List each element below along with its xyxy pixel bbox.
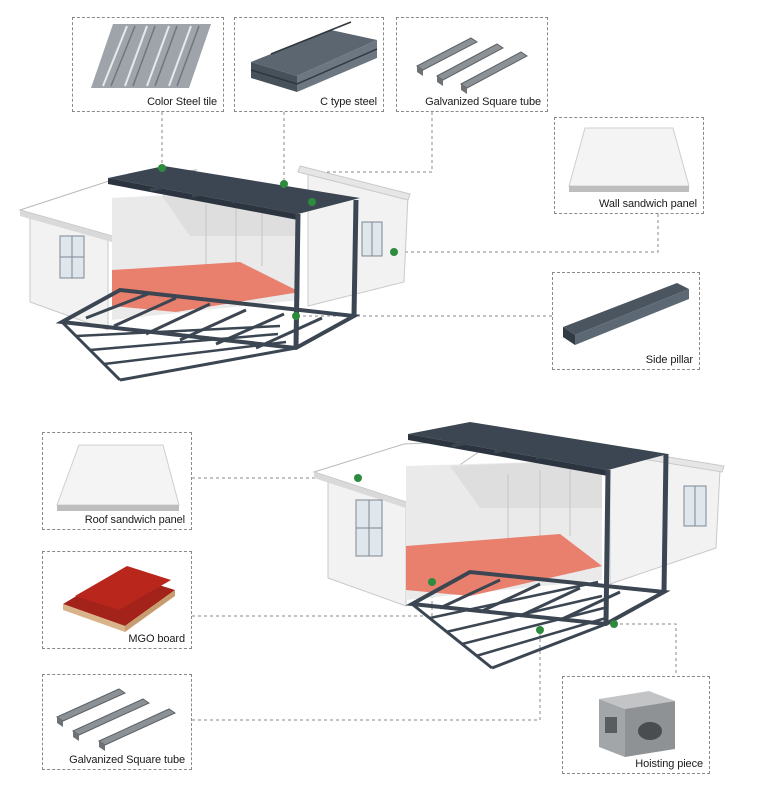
color-steel-tile-label: Color Steel tile xyxy=(147,96,217,108)
callout-side-pillar: Side pillar xyxy=(552,272,700,370)
wall-panel-icon xyxy=(568,127,690,192)
callout-c-type-steel: C type steel xyxy=(234,17,384,112)
hoisting-piece-label: Hoisting piece xyxy=(635,758,703,770)
callout-color-steel-tile: Color Steel tile xyxy=(72,17,224,112)
mgo-board-icon xyxy=(63,566,175,632)
roof-panel-icon xyxy=(56,444,180,511)
galvanized-square-tube-top-label: Galvanized Square tube xyxy=(425,96,541,108)
callout-hoisting-piece: Hoisting piece xyxy=(562,676,710,774)
square-tube-icon xyxy=(55,688,177,751)
callout-mgo-board: MGO board xyxy=(42,551,192,649)
callout-galvanized-square-tube-bottom: Galvanized Square tube xyxy=(42,674,192,770)
roof-sandwich-panel-label: Roof sandwich panel xyxy=(84,514,185,526)
leader-mgo-board xyxy=(192,582,433,617)
leader-galvanized-tube-bottom xyxy=(192,630,541,721)
c-type-steel-icon xyxy=(250,21,378,92)
callout-wall-sandwich-panel: Wall sandwich panel xyxy=(554,117,704,214)
mgo-board-label: MGO board xyxy=(128,633,185,645)
side-pillar-label: Side pillar xyxy=(645,354,693,366)
leader-hoisting-piece xyxy=(614,623,677,676)
callout-roof-sandwich-panel: Roof sandwich panel xyxy=(42,432,192,530)
color-steel-tile-icon xyxy=(91,24,211,88)
galvanized-square-tube-bottom-label: Galvanized Square tube xyxy=(69,754,185,766)
square-tube-icon xyxy=(416,37,528,94)
c-type-steel-label: C type steel xyxy=(320,96,377,108)
leader-wall-panel xyxy=(394,214,659,253)
callout-galvanized-square-tube-top: Galvanized Square tube xyxy=(396,17,548,112)
hoisting-piece-icon xyxy=(599,691,675,757)
side-pillar-icon xyxy=(563,283,689,345)
wall-sandwich-panel-label: Wall sandwich panel xyxy=(599,198,697,210)
